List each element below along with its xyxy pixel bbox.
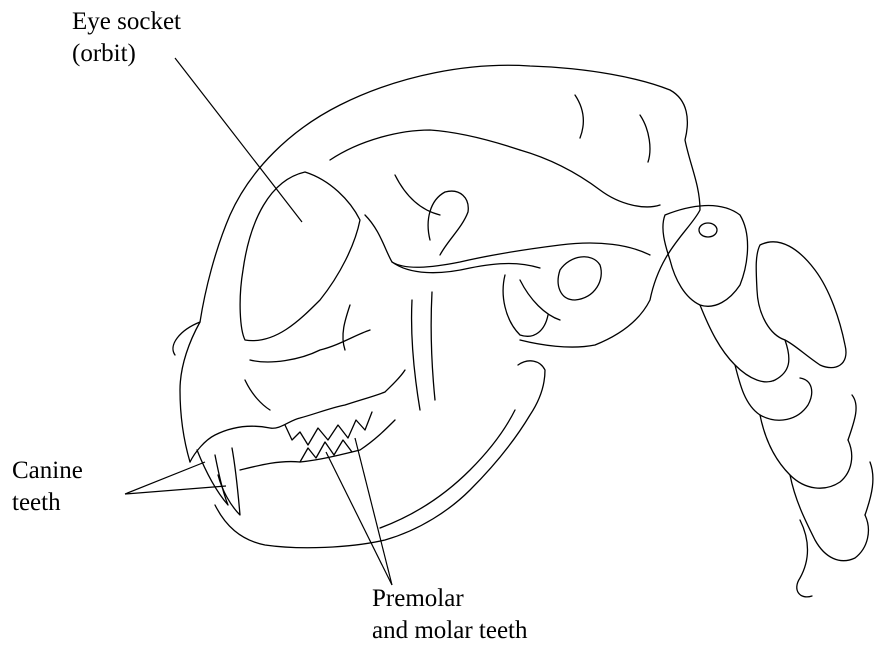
mandible (215, 361, 545, 548)
eye-socket-label: Eye socket (orbit) (72, 6, 181, 70)
cheek-line (250, 330, 370, 362)
skull-ridge-3 (395, 175, 440, 215)
lower-molar-teeth (300, 440, 352, 462)
cheek-line-2 (343, 305, 350, 350)
vertebra-3 (700, 305, 789, 382)
brow-ridge (330, 130, 520, 160)
postorbital-process (428, 191, 468, 255)
upper-jaw (190, 370, 405, 462)
nasal-profile (180, 322, 200, 462)
cheek-line-3 (245, 380, 270, 410)
skull-ridge-2 (640, 115, 650, 162)
eye-socket-label-line1: Eye socket (72, 6, 181, 38)
canine-label: Canine teeth (12, 455, 83, 519)
cranium-outline (173, 65, 700, 355)
vertebra-5 (760, 415, 852, 488)
vertebra-1 (663, 206, 748, 307)
tympanic-bulla (558, 257, 601, 300)
temporal-line (520, 280, 560, 320)
canine-label-line1: Canine (12, 455, 83, 487)
vertebra-process (797, 520, 812, 597)
canine-label-line2: teeth (12, 487, 83, 519)
canine-leader-2 (125, 486, 226, 494)
molar-label-line1: Premolar (372, 583, 528, 615)
upper-molar-teeth (285, 412, 372, 445)
pterygoid-line-2 (431, 292, 435, 400)
molar-leader-1 (326, 452, 392, 585)
vertebra-process-3 (865, 462, 873, 515)
cranial-suture (520, 150, 660, 207)
vertebra-2 (756, 242, 846, 368)
molar-label: Premolar and molar teeth (372, 583, 528, 647)
skull-ridge (575, 95, 583, 138)
orbit-outline (240, 172, 360, 341)
upper-canine-tooth (197, 450, 228, 505)
mastoid (503, 275, 548, 336)
molar-label-line2: and molar teeth (372, 615, 528, 647)
eye-socket-label-line2: (orbit) (72, 38, 181, 70)
vertebra-process-2 (848, 395, 856, 440)
vertebra-4 (735, 365, 812, 420)
pterygoid-line (412, 300, 420, 410)
mandible-inner (380, 410, 515, 528)
molar-leader-2 (355, 438, 392, 585)
vertebra-6 (790, 475, 868, 561)
vertebra-foramen (699, 223, 717, 237)
zygomatic-arch (365, 215, 650, 267)
